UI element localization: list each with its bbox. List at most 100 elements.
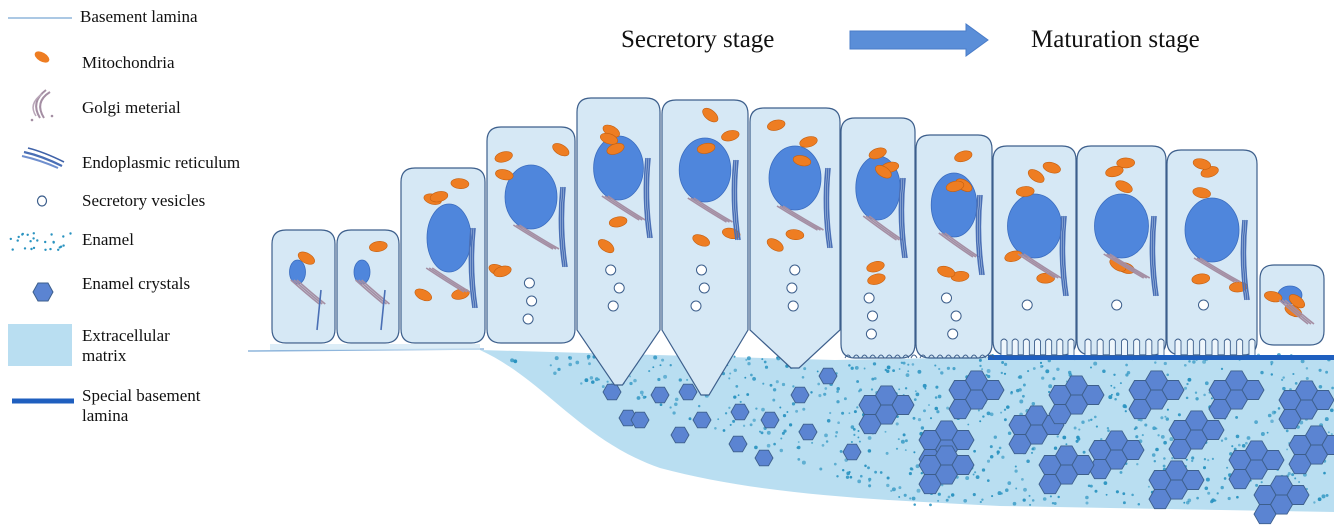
enamel-dot <box>1224 477 1227 480</box>
enamel-dot <box>987 460 990 463</box>
enamel-legend-dot <box>53 241 55 243</box>
enamel-dot <box>846 476 849 479</box>
enamel-dot <box>602 385 605 388</box>
enamel-dot <box>851 441 853 443</box>
enamel-legend-dot <box>29 240 31 242</box>
enamel-dot <box>798 441 800 443</box>
secretory-vesicle <box>864 293 874 303</box>
enamel-dot <box>979 365 981 367</box>
ameloblast-cell <box>841 118 917 358</box>
enamel-dot <box>1031 452 1033 454</box>
enamel-dot <box>1048 384 1052 388</box>
enamel-dot <box>1001 456 1004 459</box>
enamel-legend-dot <box>57 249 59 251</box>
enamel-dot <box>1007 481 1011 485</box>
enamel-dot <box>1154 460 1156 462</box>
enamel-dot <box>746 393 749 396</box>
enamel-dot <box>817 370 819 372</box>
enamel-dot <box>1125 373 1128 376</box>
enamel-dot <box>842 469 844 471</box>
stage-arrow <box>850 24 988 56</box>
enamel-dot <box>717 418 719 420</box>
enamel-dot <box>730 424 732 426</box>
enamel-dot <box>661 359 664 362</box>
enamel-dot <box>1184 387 1187 390</box>
enamel-dot <box>1330 408 1334 412</box>
ameloblast-cell <box>1260 265 1324 345</box>
enamel-legend-dot <box>44 241 46 243</box>
enamel-dot <box>1100 438 1102 440</box>
enamel-crystal <box>679 384 697 400</box>
enamel-legend-dot <box>18 236 20 238</box>
enamel-dot <box>1186 383 1188 385</box>
legend-item-crystals: Enamel crystals <box>0 264 270 304</box>
ruffled-border <box>1146 339 1152 355</box>
enamel-dot <box>663 375 667 379</box>
ameloblast-cell <box>337 230 399 343</box>
enamel-dot <box>641 394 643 396</box>
enamel-dot <box>1183 502 1185 504</box>
enamel-dot <box>1270 420 1274 424</box>
enamel-dot <box>1142 434 1144 436</box>
enamel-dot <box>913 503 916 506</box>
enamel-dot <box>1236 496 1239 499</box>
enamel-dot <box>1054 502 1057 505</box>
hexagon-icon <box>6 264 74 304</box>
basement-lamina-icon <box>6 0 74 40</box>
special-basement-lamina <box>988 355 1334 360</box>
enamel-dot <box>1123 404 1127 408</box>
legend-label-basement-lamina: Basement lamina <box>80 7 198 27</box>
enamel-dot <box>1313 501 1315 503</box>
enamel-dot <box>1221 486 1224 489</box>
enamel-dot <box>935 386 938 389</box>
smooth-border <box>911 355 917 358</box>
secretory-stage-label: Secretory stage <box>621 25 774 55</box>
enamel-dot <box>1125 364 1128 367</box>
enamel-dot <box>725 412 727 414</box>
enamel-dot <box>786 411 788 413</box>
enamel-dot <box>823 393 826 396</box>
enamel-dot <box>1136 463 1138 465</box>
enamel-dot <box>723 429 726 432</box>
enamel-legend-dot <box>50 233 52 235</box>
enamel-dot <box>1295 382 1298 385</box>
enamel-dot <box>1261 481 1263 483</box>
enamel-dot <box>873 362 876 365</box>
enamel-dot <box>940 371 943 374</box>
enamel-dot <box>1023 498 1026 501</box>
enamel-dot <box>776 380 779 383</box>
enamel-dot <box>675 398 679 402</box>
enamel-dot <box>674 403 678 407</box>
enamel-dot <box>1076 440 1079 443</box>
enamel-dot <box>856 406 858 408</box>
legend-label-mitochondria: Mitochondria <box>82 53 175 73</box>
enamel-dot <box>1004 373 1006 375</box>
enamel-dot <box>990 455 994 459</box>
enamel-dot <box>886 484 889 487</box>
enamel-dot <box>783 429 786 432</box>
enamel-dot <box>810 391 812 393</box>
enamel-dot <box>811 442 813 444</box>
enamel-dot <box>1261 432 1265 436</box>
enamel-dot <box>1286 448 1288 450</box>
enamel-dot <box>1022 395 1025 398</box>
enamel-dot <box>764 361 767 364</box>
enamel-dot <box>580 382 582 384</box>
enamel-dot <box>795 410 798 413</box>
enamel-dot <box>844 397 847 400</box>
enamel-dot <box>1234 448 1237 451</box>
enamel-dot <box>670 364 672 366</box>
enamel-dot <box>1057 496 1059 498</box>
enamel-dot <box>698 405 700 407</box>
mitochondria-icon <box>6 42 74 82</box>
enamel-dot <box>1191 460 1193 462</box>
enamel-dot <box>1093 362 1097 366</box>
enamel-dot <box>967 424 969 426</box>
ameloblast-cell <box>1167 150 1257 355</box>
enamel-dot <box>765 366 768 369</box>
ruffled-border <box>1097 339 1103 355</box>
enamel-dot <box>1031 448 1034 451</box>
secretory-vesicle <box>868 311 878 321</box>
ruffled-border <box>1046 339 1052 355</box>
enamel-dot <box>750 423 753 426</box>
